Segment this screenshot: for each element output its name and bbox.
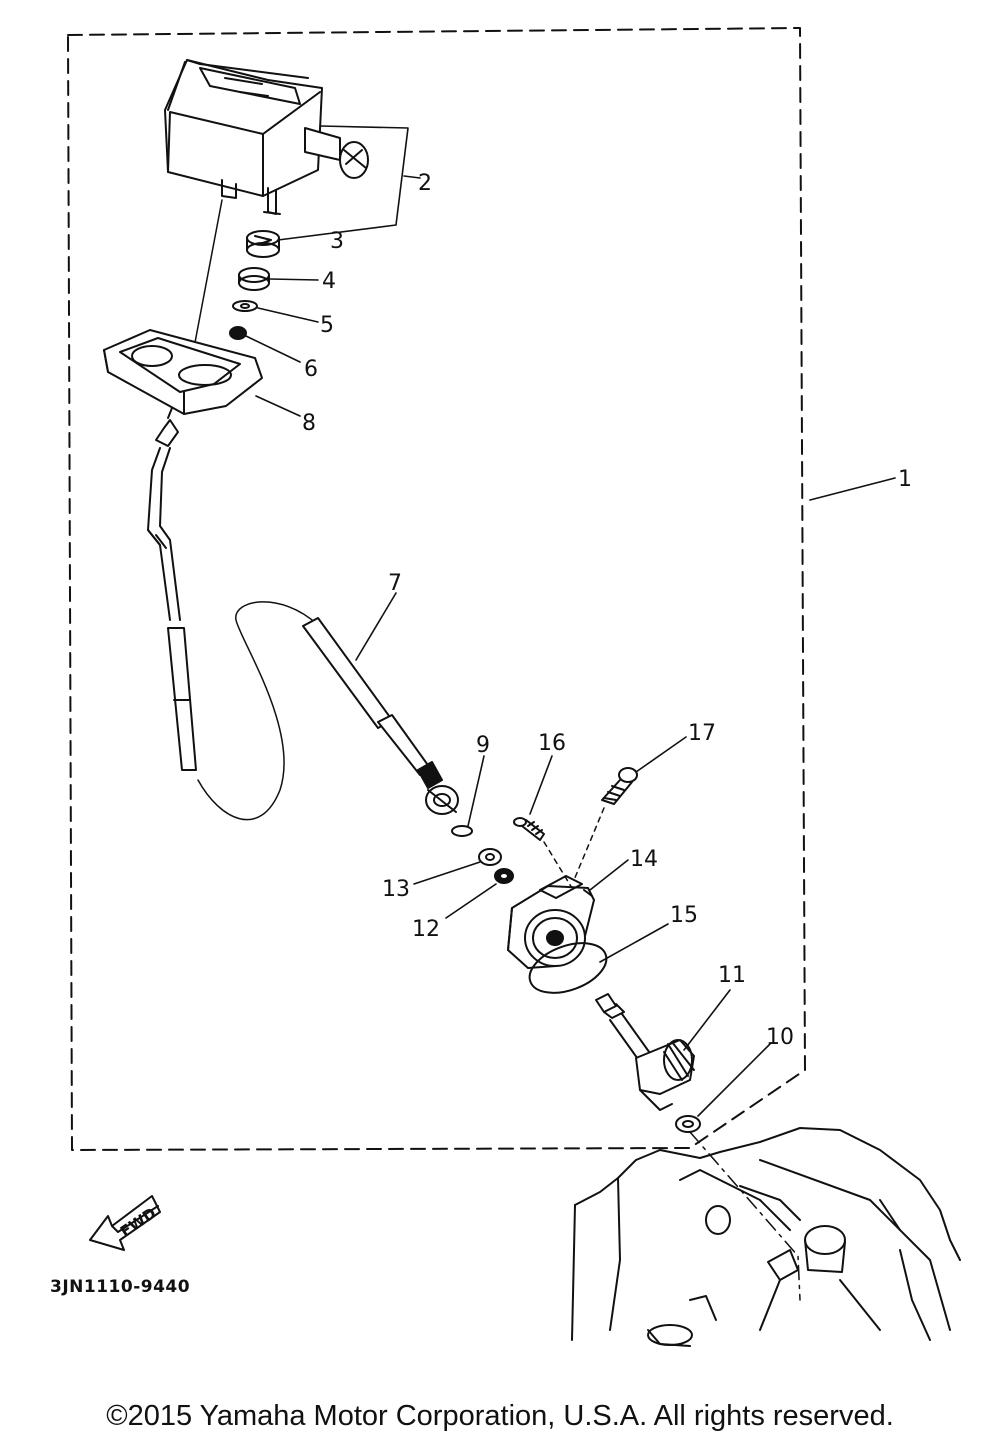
callout-2: 2 xyxy=(418,171,432,196)
grommet-part-3 xyxy=(246,230,280,258)
copyright-notice: ©2015 Yamaha Motor Corporation, U.S.A. A… xyxy=(106,1400,894,1432)
callout-4: 4 xyxy=(322,269,336,294)
callout-12: 12 xyxy=(412,917,440,942)
callout-3: 3 xyxy=(330,229,344,254)
speedometer-dial-face xyxy=(199,67,301,105)
washer-part-5 xyxy=(232,300,258,312)
nut-part-12 xyxy=(494,868,514,884)
callout-8: 8 xyxy=(302,411,316,436)
speedometer-cable-part-7 xyxy=(147,407,459,821)
meter-bracket-part-8 xyxy=(103,329,263,415)
diagram-code: 3JN1110-9440 xyxy=(50,1277,190,1297)
fastener-stack xyxy=(229,230,280,340)
callout-14: 14 xyxy=(630,847,658,872)
callout-15: 15 xyxy=(670,903,698,928)
o-ring-part-9 xyxy=(451,825,473,837)
engine-case-outline xyxy=(571,1127,961,1347)
gear-unit-part-14 xyxy=(507,875,595,969)
assembly-boundary-dashed xyxy=(67,27,806,1151)
fwd-direction-arrow: FWD xyxy=(89,1195,161,1251)
installation-centre-line xyxy=(689,1131,801,1301)
callout-7: 7 xyxy=(388,571,402,596)
screw-part-16 xyxy=(513,817,573,889)
trip-reset-knob xyxy=(339,141,369,179)
exploded-parts-diagram: 1 2 3 4 5 6 7 8 9 10 11 12 13 14 15 16 1… xyxy=(50,27,961,1347)
callout-13: 13 xyxy=(382,877,410,902)
speedometer-assembly xyxy=(164,59,369,215)
callout-11: 11 xyxy=(718,963,746,988)
callout-16: 16 xyxy=(538,731,566,756)
screw-part-17 xyxy=(573,767,638,881)
nut-part-6 xyxy=(229,326,247,340)
leader-lines xyxy=(245,125,896,1117)
callout-labels: 1 2 3 4 5 6 7 8 9 10 11 12 13 14 15 16 1… xyxy=(302,171,912,1050)
o-ring-part-15 xyxy=(528,942,608,994)
callout-6: 6 xyxy=(304,357,318,382)
callout-10: 10 xyxy=(766,1025,794,1050)
callout-5: 5 xyxy=(320,313,334,338)
washer-part-10 xyxy=(675,1115,701,1133)
drive-gear-part-11 xyxy=(595,993,695,1111)
collar-part-4 xyxy=(238,267,270,291)
callout-9: 9 xyxy=(476,733,490,758)
callout-17: 17 xyxy=(688,721,716,746)
callout-1: 1 xyxy=(898,467,912,492)
washer-part-13 xyxy=(478,848,502,866)
